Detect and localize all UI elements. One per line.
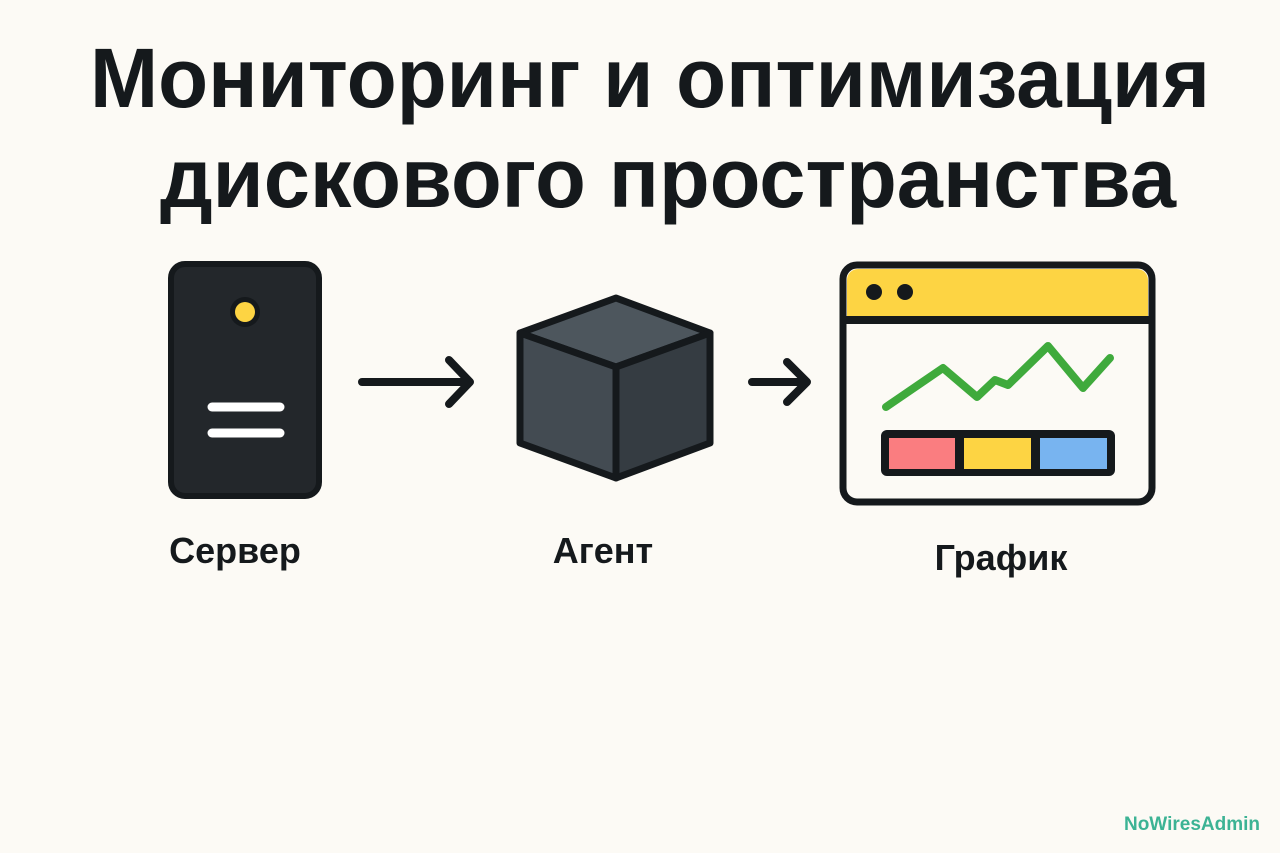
arrow-right-icon: [358, 356, 474, 408]
arrow-right-icon: [748, 358, 811, 406]
server-label: Сервер: [169, 530, 301, 571]
chart-label: График: [935, 537, 1069, 578]
dashboard-chart-icon: [839, 261, 1156, 506]
bar-segment-yellow: [964, 438, 1031, 469]
window-dot-icon: [866, 284, 882, 300]
window-dot-icon: [897, 284, 913, 300]
bar-segment-red: [889, 438, 955, 469]
server-icon: [168, 261, 322, 499]
bar-segment-blue: [1040, 438, 1107, 469]
watermark: NoWiresAdmin: [1124, 814, 1260, 835]
cube-icon: [516, 294, 714, 482]
agent-label: Агент: [553, 530, 653, 571]
title-line-2: дискового пространства: [160, 131, 1177, 225]
trend-line: [882, 342, 1114, 411]
title-line-1: Мониторинг и оптимизация: [90, 31, 1210, 125]
